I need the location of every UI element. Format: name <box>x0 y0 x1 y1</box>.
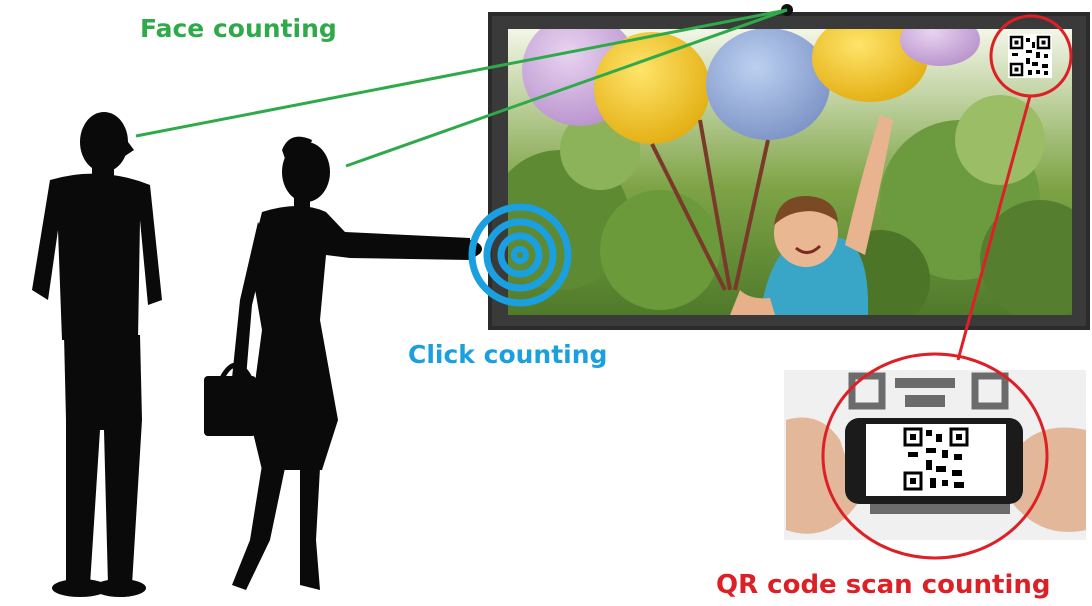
qr-counting-annotation <box>821 14 1073 560</box>
handbag-icon <box>204 362 256 436</box>
man-silhouette <box>32 112 162 597</box>
balloon-blue-icon <box>706 29 830 140</box>
balloon-yellow-icon <box>812 29 928 102</box>
qr-scan-counting-label: QR code scan counting <box>716 570 1051 600</box>
touch-ripple-icon <box>468 203 572 307</box>
display-screen <box>488 4 1090 330</box>
advertisement-image <box>508 29 1072 315</box>
qr-scan-photo <box>784 370 1086 540</box>
qr-code-icon <box>1008 34 1052 78</box>
phone-qr-code-icon <box>902 426 970 492</box>
click-counting-label: Click counting <box>408 340 608 369</box>
balloon-yellow-icon <box>594 32 710 144</box>
face-counting-label: Face counting <box>140 14 337 43</box>
woman-silhouette <box>232 136 482 590</box>
face-counting-lines <box>135 8 788 168</box>
boy-figure <box>730 115 893 315</box>
